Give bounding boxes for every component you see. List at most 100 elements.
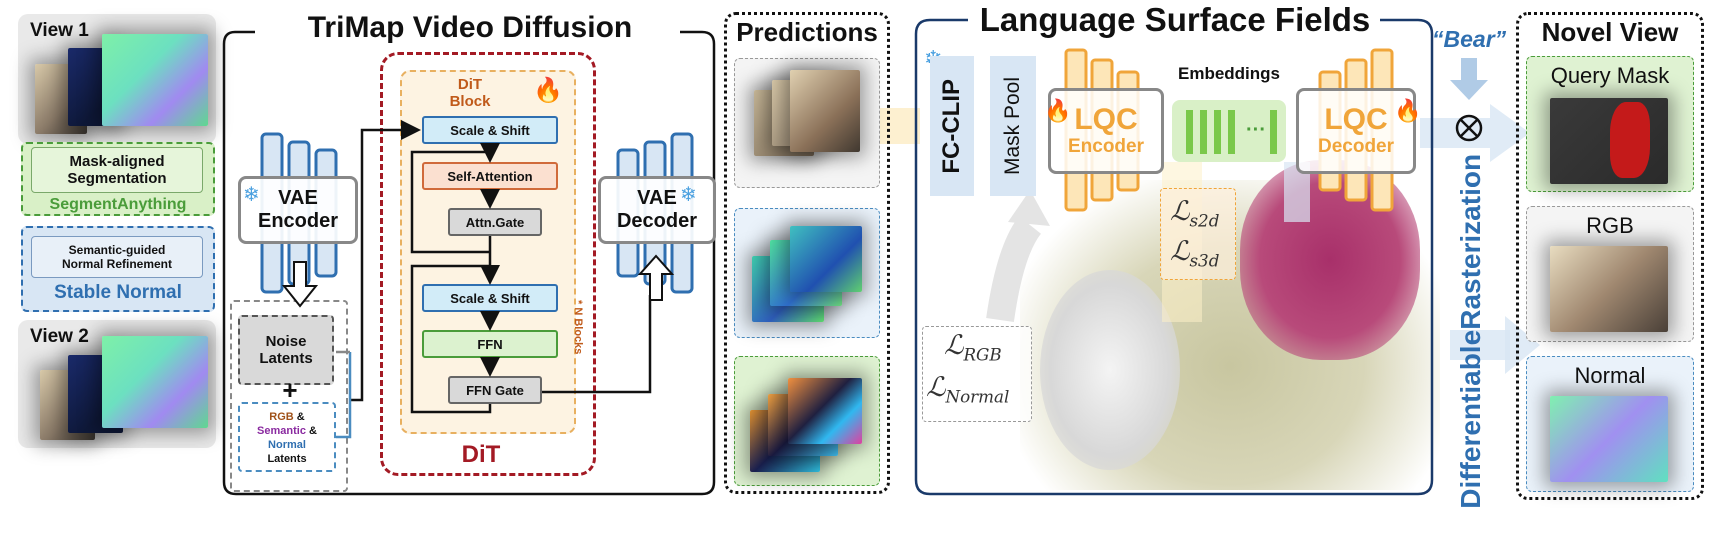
lqc-encoder-line1: LQC (1074, 103, 1138, 136)
novel-rgb-label: RGB (1586, 213, 1634, 238)
rasterization-label: Differentiable Rasterization (1436, 154, 1506, 509)
embedding-bar (1228, 110, 1235, 154)
novel-view-title: Novel View (1541, 16, 1679, 47)
query-mask-region (1610, 102, 1650, 178)
view1-normal-thumb (102, 34, 208, 126)
faint-arrow-band (1450, 330, 1510, 360)
trimap-title: TriMap Video Diffusion (307, 11, 633, 44)
dit-outer-box (380, 52, 596, 476)
embedding-bar (1214, 110, 1221, 154)
rgb-latent-label: RGB (269, 411, 294, 423)
query-arrow-head (1450, 80, 1488, 100)
normal-refinement-inner: Semantic-guided Normal Refinement (31, 236, 203, 278)
segmentation-line2: Segmentation (67, 170, 167, 187)
n-blocks-label: * N Blocks (572, 300, 584, 355)
lqc-decoder-block: LQC Decoder (1296, 88, 1416, 174)
novel-rgb-image (1550, 246, 1668, 332)
faint-arrow-head (1505, 316, 1540, 374)
prediction-normal-frame (790, 226, 862, 292)
novel-view-panel (1516, 12, 1704, 500)
novel-normal-label: Normal (1574, 363, 1646, 388)
multiply-operator (1455, 114, 1483, 142)
view1-label: View 1 (30, 20, 89, 41)
latents-tail-label: Latents (267, 453, 307, 465)
amp-2: & (305, 425, 317, 437)
hollow-arrow-decoder-up (637, 254, 675, 301)
predictions-panel (724, 12, 890, 494)
query-mask-image (1550, 98, 1668, 184)
loss-s3d: ℒs3d (1170, 236, 1220, 271)
vae-encoder-line2: Encoder (257, 210, 339, 232)
lqc-encoder-block: LQC Encoder (1048, 88, 1164, 174)
embedding-bar (1270, 110, 1277, 154)
normal-latent-label: Normal (268, 439, 306, 451)
predictions-title: Predictions (736, 16, 878, 47)
lqc-decoder-line1: LQC (1324, 103, 1388, 136)
embedding-bar (1200, 110, 1207, 154)
snowflake-icon: ❄ (680, 184, 697, 206)
attn-gate-block: Attn.Gate (448, 208, 542, 236)
hollow-arrow-encoder-down (281, 261, 319, 308)
amp-1: & (293, 411, 305, 423)
loss-normal: ℒNormal (926, 372, 1010, 407)
prediction-rgb-frame (790, 70, 860, 152)
scale-shift-2-block: Scale & Shift (422, 284, 558, 312)
arrow-dit-to-decoder (542, 295, 652, 394)
prediction-semantic-frame (788, 378, 862, 444)
rasterization-line2: Rasterization (1455, 153, 1486, 330)
ffn-block: FFN (422, 330, 558, 358)
trimap-border (222, 30, 716, 496)
vae-decoder-line1: VAE (637, 187, 677, 209)
lqc-encoder-line2: Encoder (1067, 136, 1145, 157)
recon-loss-box (922, 326, 1032, 422)
query-mask-label: Query Mask (1550, 63, 1670, 88)
normal-refinement-line1: Semantic-guided (68, 243, 166, 257)
semantic-loss-box (1160, 188, 1236, 280)
fc-clip-box: FC-CLIP (930, 56, 974, 196)
multi-latents-box: RGB & Semantic & Normal Latents (238, 402, 336, 472)
fire-icon: 🔥 (1044, 98, 1072, 123)
dit-block-label: DiT Block (430, 76, 510, 110)
normal-refinement-line2: Normal Refinement (61, 257, 173, 271)
stable-normal-label: Stable Normal (54, 282, 182, 303)
dit-label: DiT (461, 441, 501, 468)
dit-block-line2: Block (449, 93, 491, 110)
fire-icon: 🔥 (533, 77, 563, 104)
faint-arrow-head (1490, 104, 1530, 162)
rasterization-line1: Differentiable (1455, 329, 1486, 509)
segmentation-inner: Mask-aligned Segmentation (31, 147, 203, 193)
vae-encoder-block: VAE Encoder (238, 176, 358, 244)
loss-rgb: ℒRGB (944, 330, 1002, 365)
view2-normal-thumb (102, 336, 208, 428)
ffn-gate-block: FFN Gate (448, 376, 542, 404)
loss-s2d: ℒs2d (1170, 196, 1220, 231)
semantic-latent-label: Semantic (257, 425, 306, 437)
lsf-title: Language Surface Fields (979, 1, 1371, 38)
vae-decoder-block: VAE Decoder (598, 176, 716, 244)
lqc-decoder-line2: Decoder (1317, 136, 1395, 157)
mask-pool-box: Mask Pool (990, 56, 1036, 196)
faint-arrow-band (880, 108, 920, 144)
arrow-latents-to-dit (350, 120, 421, 402)
query-arrow-stem (1461, 58, 1477, 80)
noise-latents-box: Noise Latents (238, 315, 334, 385)
plus-sign: + (282, 374, 298, 405)
rasterization-text: Differentiable Rasterization (1454, 154, 1488, 509)
multiply-operator-stroke (1460, 119, 1478, 137)
fire-icon: 🔥 (1394, 98, 1422, 123)
dit-block-line1: DiT (457, 76, 483, 93)
scene-white-bear (1040, 270, 1180, 470)
scale-shift-1-block: Scale & Shift (422, 116, 558, 144)
snowflake-icon: ❄ (243, 184, 260, 206)
segmentation-line1: Mask-aligned (69, 153, 165, 170)
embeddings-dots: ··· (1246, 118, 1266, 141)
embedding-bar (1186, 110, 1193, 154)
query-word: “Bear” (1432, 26, 1507, 52)
latents-group-box (230, 300, 348, 492)
residual-loop-2 (410, 264, 492, 414)
segment-anything-label: SegmentAnything (49, 196, 187, 213)
